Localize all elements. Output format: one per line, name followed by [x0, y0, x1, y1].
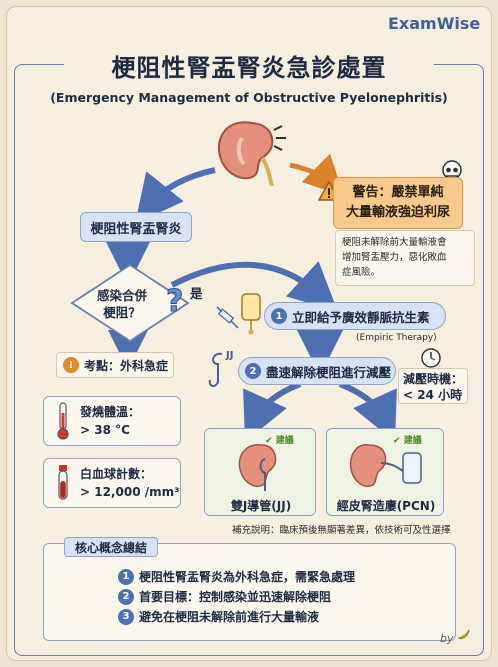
page-title: 梗阻性腎盂腎炎急診處置 — [111, 54, 387, 82]
summary-title: 核心概念總結 — [64, 537, 159, 557]
title-backdrop — [64, 46, 434, 80]
page-subtitle: (Emergency Management of Obstructive Pye… — [50, 90, 448, 105]
summary-item-1-number: 1 — [118, 568, 134, 585]
option-pcn-badge-text: 建議 — [403, 436, 422, 446]
decision-line-2: 梗阻？ — [103, 305, 141, 320]
lab-temperature-text: 發燒體溫： > 38 °C — [80, 403, 140, 439]
exam-point-chip: ! 考點：外科急症 — [56, 352, 174, 378]
warning-note-line-2: 增加腎盂壓力，惡化敗血 — [342, 252, 447, 263]
decision-diamond — [70, 263, 190, 343]
exclamation-icon: ! — [63, 357, 79, 373]
decompression-timing: 減壓時機： < 24 小時 — [398, 368, 468, 404]
syringe-icon — [216, 306, 239, 329]
warning-note: 梗阻未解除前大量輸液會 增加腎盂壓力，惡化敗血 症風險。 — [335, 230, 475, 286]
signature: by — [440, 628, 471, 645]
stent-icon — [208, 352, 223, 387]
yes-label: 是 — [190, 286, 203, 301]
summary-item-3-number: 3 — [118, 608, 134, 625]
option-jj-badge-text: 建議 — [275, 436, 294, 446]
signature-text: by — [440, 632, 454, 645]
option-pcn-badge: ✔ 建議 — [393, 436, 422, 446]
option-jj-card: ✔ 建議 雙J導管(JJ) — [204, 428, 316, 516]
diagnosis-box: 梗阻性腎盂腎炎 — [80, 212, 192, 242]
option-jj-label: 雙J導管(JJ) — [230, 499, 292, 513]
warning-note-line-3: 症風險。 — [342, 267, 381, 278]
decompression-value: < 24 小時 — [403, 388, 463, 402]
step-1-number: 1 — [271, 308, 287, 324]
lab-temperature-value: > 38 °C — [80, 423, 130, 437]
step-1-box: 1 立即給予廣效靜脈抗生素 — [264, 302, 446, 330]
lab-card-wbc: 白血球計數： > 12,000 /mm³ — [43, 458, 181, 508]
option-pcn-label: 經皮腎造廔(PCN) — [336, 499, 436, 513]
summary-item: 3 避免在梗阻未解除前進行大量輸液 — [118, 608, 319, 625]
option-jj-badge: ✔ 建議 — [265, 436, 294, 446]
lab-temperature-label: 發燒體溫： — [80, 405, 141, 419]
summary-item-2-text: 首要目標：控制感染並迅速解除梗阻 — [139, 590, 332, 604]
warning-box: 警告：嚴禁單純 大量輸液強迫利尿 — [333, 177, 463, 229]
thermometer-icon — [57, 402, 69, 440]
exam-point-text: 考點：外科急症 — [84, 358, 169, 373]
question-mark-icon: ? — [166, 284, 184, 316]
lab-wbc-text: 白血球計數： > 12,000 /mm³ — [80, 465, 179, 501]
warning-line-1: 警告：嚴禁單純 — [352, 185, 444, 200]
step-1-text: 立即給予廣效靜脈抗生素 — [292, 309, 430, 325]
decompression-label: 減壓時機： — [403, 372, 464, 386]
jj-tag: JJ — [226, 350, 234, 361]
options-note: 補充說明：臨床預後無顯著差異，依技術可及性選擇 — [232, 525, 451, 536]
kidney-jj-icon — [238, 444, 277, 491]
decision-line-1: 感染合併 — [96, 288, 147, 303]
brand-logo: ExamWise — [388, 14, 481, 33]
step-2-box: 2 盡速解除梗阻進行減壓 — [238, 357, 396, 385]
lab-wbc-value: > 12,000 /mm³ — [80, 485, 180, 499]
lab-card-temperature: 發燒體溫： > 38 °C — [43, 396, 181, 446]
kidney-illustration — [217, 121, 286, 187]
decision-text: 感染合併 梗阻？ — [90, 287, 154, 321]
summary-item: 2 首要目標：控制感染並迅速解除梗阻 — [118, 588, 331, 605]
banana-icon — [457, 629, 470, 639]
lab-wbc-label: 白血球計數： — [80, 467, 153, 481]
summary-box — [43, 543, 456, 641]
clock-icon — [421, 348, 441, 368]
summary-item-1-text: 梗阻性腎盂腎炎為外科急症，需緊急處理 — [139, 570, 356, 584]
step-2-number: 2 — [245, 363, 261, 379]
option-pcn-card: ✔ 建議 經皮腎造廔(PCN) — [326, 428, 444, 516]
step-1-note: (Empiric Therapy) — [356, 333, 437, 343]
iv-bag-icon — [241, 293, 261, 335]
svg-text:?: ? — [166, 284, 183, 316]
blood-tube-icon — [58, 465, 68, 500]
summary-item-2-number: 2 — [118, 588, 134, 605]
step-2-text: 盡速解除梗阻進行減壓 — [266, 364, 392, 380]
summary-item-3-text: 避免在梗阻未解除前進行大量輸液 — [139, 610, 320, 624]
kidney-pcn-icon — [349, 444, 422, 487]
warning-line-2: 大量輸液強迫利尿 — [345, 205, 450, 220]
summary-item: 1 梗阻性腎盂腎炎為外科急症，需緊急處理 — [118, 568, 355, 585]
warning-note-line-1: 梗阻未解除前大量輸液會 — [342, 237, 447, 248]
